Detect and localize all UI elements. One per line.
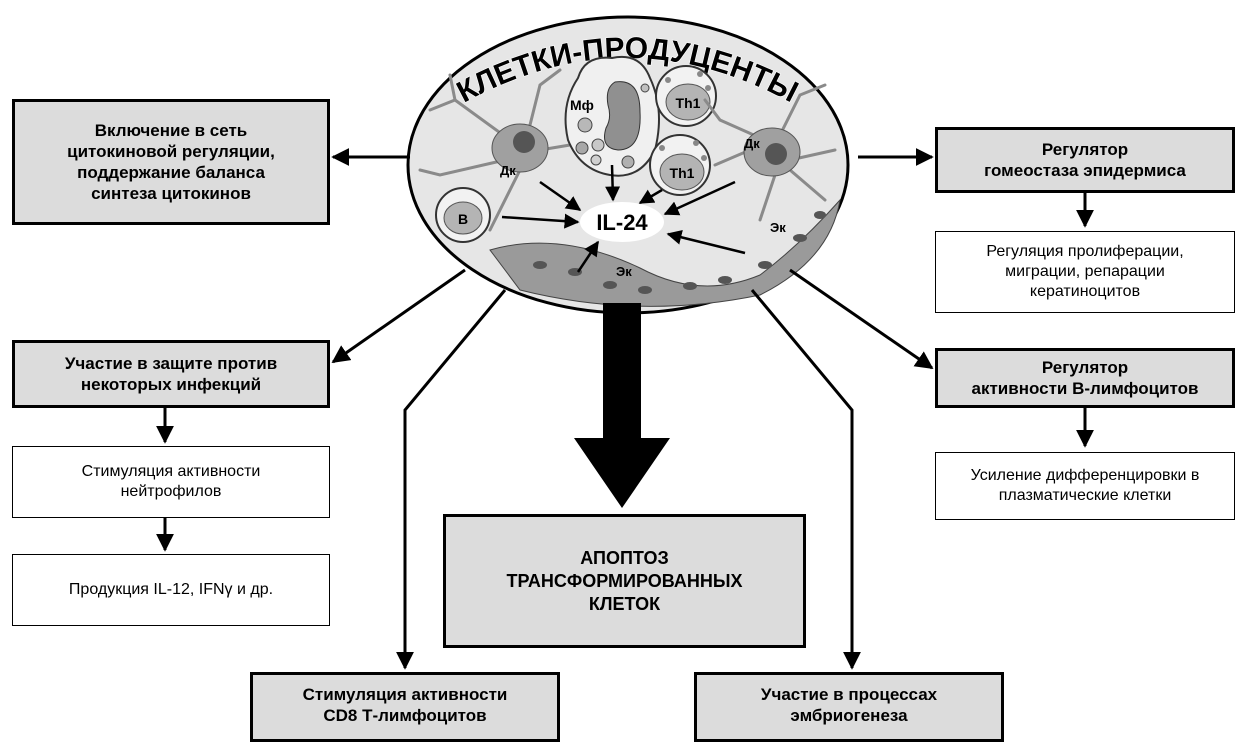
box-infection-defense: Участие в защите против некоторых инфекц… <box>12 340 330 408</box>
il24-label: IL-24 <box>596 210 648 235</box>
svg-text:Эк: Эк <box>770 220 786 235</box>
svg-text:Эк: Эк <box>616 264 632 279</box>
svg-text:Th1: Th1 <box>676 95 701 111</box>
svg-text:Дк: Дк <box>500 163 516 178</box>
svg-text:B: B <box>458 211 468 227</box>
box-il12-production: Продукция IL-12, IFNγ и др. <box>12 554 330 626</box>
svg-text:Дк: Дк <box>744 136 760 151</box>
il24-center <box>580 202 664 242</box>
box-epidermis-regulator: Регулятор гомеостаза эпидермиса <box>935 127 1235 193</box>
svg-text:Th1: Th1 <box>670 165 695 181</box>
endothelial-cells: Эк Эк <box>489 198 841 307</box>
b-cell: B <box>435 187 491 243</box>
box-keratinocyte-regulation: Регуляция пролиферации, миграции, репара… <box>935 231 1235 313</box>
inner-arrows <box>501 164 746 273</box>
svg-text:Мф: Мф <box>570 97 594 113</box>
box-neutrophil-activity: Стимуляция активности нейтрофилов <box>12 446 330 518</box>
macrophage-cell: Мф <box>564 56 660 177</box>
box-embryogenesis: Участие в процессах эмбриогенеза <box>694 672 1004 742</box>
box-plasma-differentiation: Усиление дифференцировки в плазматически… <box>935 452 1235 520</box>
box-cytokine-network: Включение в сеть цитокиновой регуляции, … <box>12 99 330 225</box>
th1-cell-top: Th1 <box>655 65 717 127</box>
outer-arrows <box>156 148 1094 670</box>
box-cd8-stimulation: Стимуляция активности CD8 Т-лимфоцитов <box>250 672 560 742</box>
dendritic-cell-right: Дк <box>703 83 837 222</box>
big-arrow-apoptosis <box>574 303 670 508</box>
th1-cell-middle: Th1 <box>649 134 711 196</box>
box-apoptosis: АПОПТОЗ ТРАНСФОРМИРОВАННЫХ КЛЕТОК <box>443 514 806 648</box>
box-b-lymphocyte-regulator: Регулятор активности В-лимфоцитов <box>935 348 1235 408</box>
